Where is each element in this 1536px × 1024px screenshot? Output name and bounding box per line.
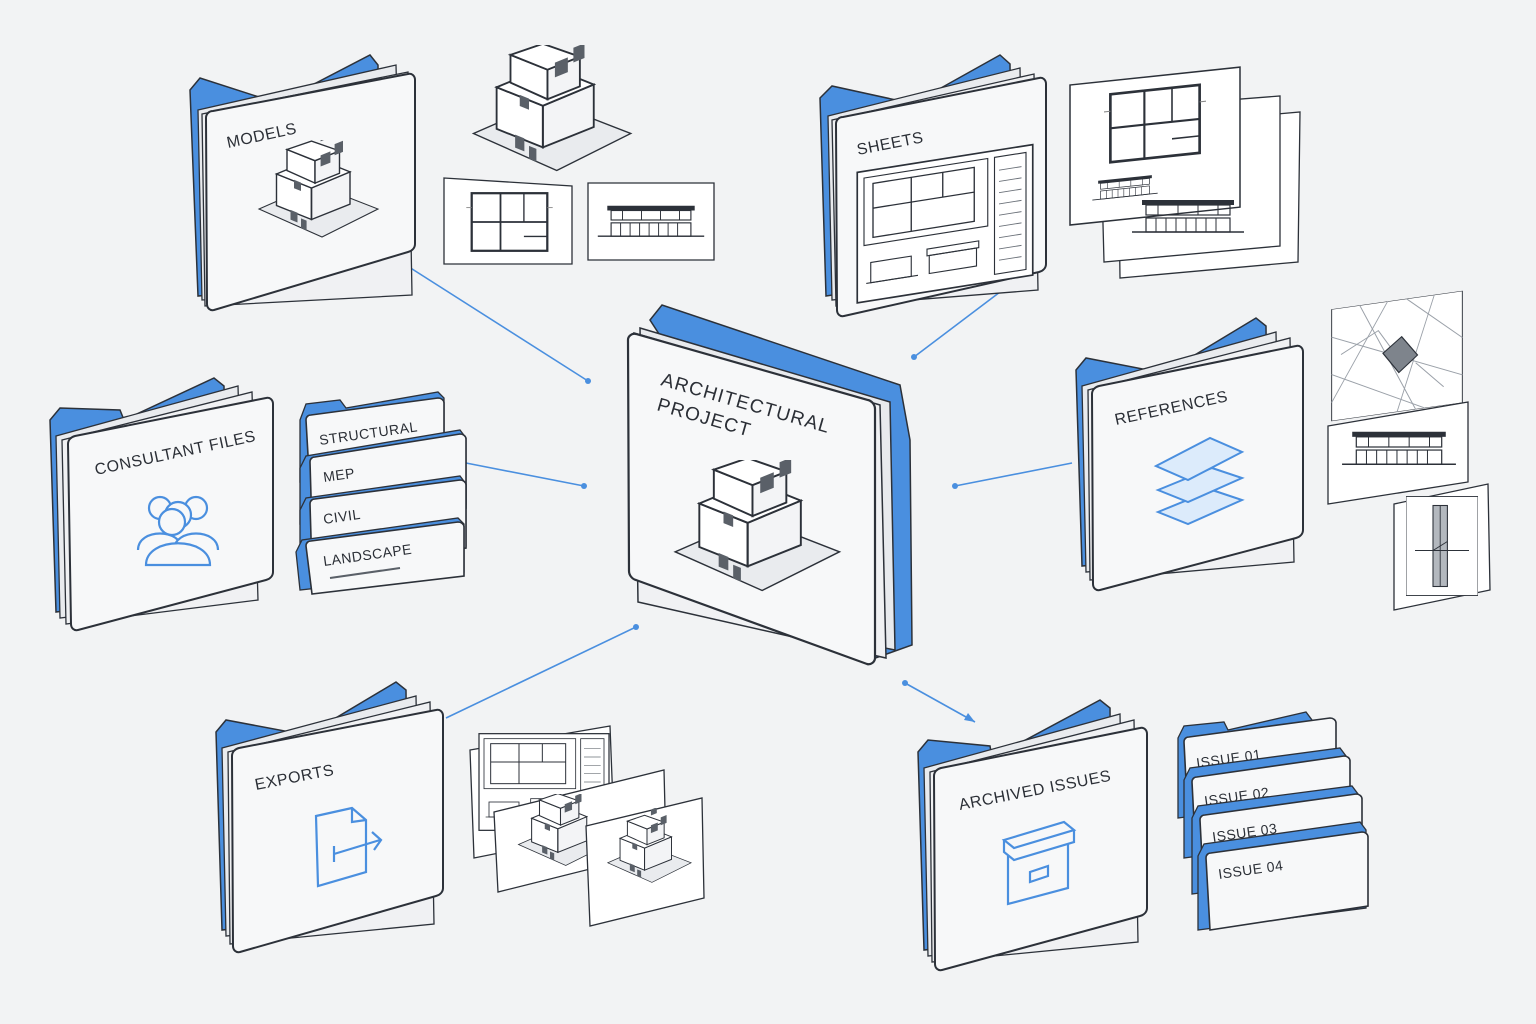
references-section-detail[interactable] bbox=[1393, 483, 1491, 611]
sheets-preview-stack[interactable] bbox=[1069, 66, 1301, 279]
connector-archived bbox=[904, 682, 976, 723]
models-3d-preview[interactable] bbox=[472, 29, 632, 172]
connector-exports bbox=[445, 626, 637, 719]
site-map-icon bbox=[1331, 290, 1463, 422]
file-export-icon bbox=[314, 806, 383, 888]
drawing-sheet-icon bbox=[856, 143, 1034, 304]
users-group-icon bbox=[136, 495, 220, 567]
exports-preview-stack[interactable] bbox=[469, 725, 705, 927]
connector-sheets bbox=[913, 291, 1001, 358]
models-plan-preview[interactable] bbox=[443, 177, 573, 265]
subfolder-label: CIVIL bbox=[322, 506, 361, 527]
connector-dots bbox=[581, 354, 975, 722]
consultant-subfolder-list: STRUCTURAL MEP CIVIL LANDSCAPE bbox=[295, 391, 467, 595]
folder-references[interactable]: REFERENCES bbox=[1075, 317, 1304, 592]
folder-archived-issues[interactable]: ARCHIVED ISSUES bbox=[917, 699, 1148, 972]
folder-consultant-files[interactable]: CONSULTANT FILES bbox=[49, 377, 274, 632]
connector-lines bbox=[397, 259, 1073, 723]
connector-models bbox=[397, 259, 589, 382]
models-elevation-preview[interactable] bbox=[587, 182, 715, 261]
connector-consultant bbox=[465, 462, 585, 487]
references-site-map[interactable] bbox=[1331, 290, 1463, 422]
stacked-layers-icon bbox=[1153, 436, 1245, 526]
subfolder-label: MEP bbox=[322, 465, 356, 485]
connector-references bbox=[954, 462, 1073, 487]
issue-subfolder-list: ISSUE 01 ISSUE 02 ISSUE 03 ISSUE 04 bbox=[1177, 711, 1369, 931]
subfolder-issue-04[interactable]: ISSUE 04 bbox=[1197, 821, 1369, 931]
folder-architectural-project[interactable]: ARCHITECTURAL PROJECT bbox=[626, 304, 913, 666]
section-detail-icon bbox=[1406, 495, 1478, 597]
house-3d-icon bbox=[472, 45, 632, 172]
folder-models[interactable]: MODELS bbox=[189, 54, 416, 312]
references-elevation[interactable] bbox=[1327, 401, 1469, 505]
folder-exports[interactable]: EXPORTS bbox=[215, 681, 444, 954]
folder-sheets[interactable]: SHEETS bbox=[819, 54, 1047, 318]
subfolder-landscape[interactable]: LANDSCAPE bbox=[295, 517, 465, 595]
archive-box-icon bbox=[1001, 820, 1077, 906]
